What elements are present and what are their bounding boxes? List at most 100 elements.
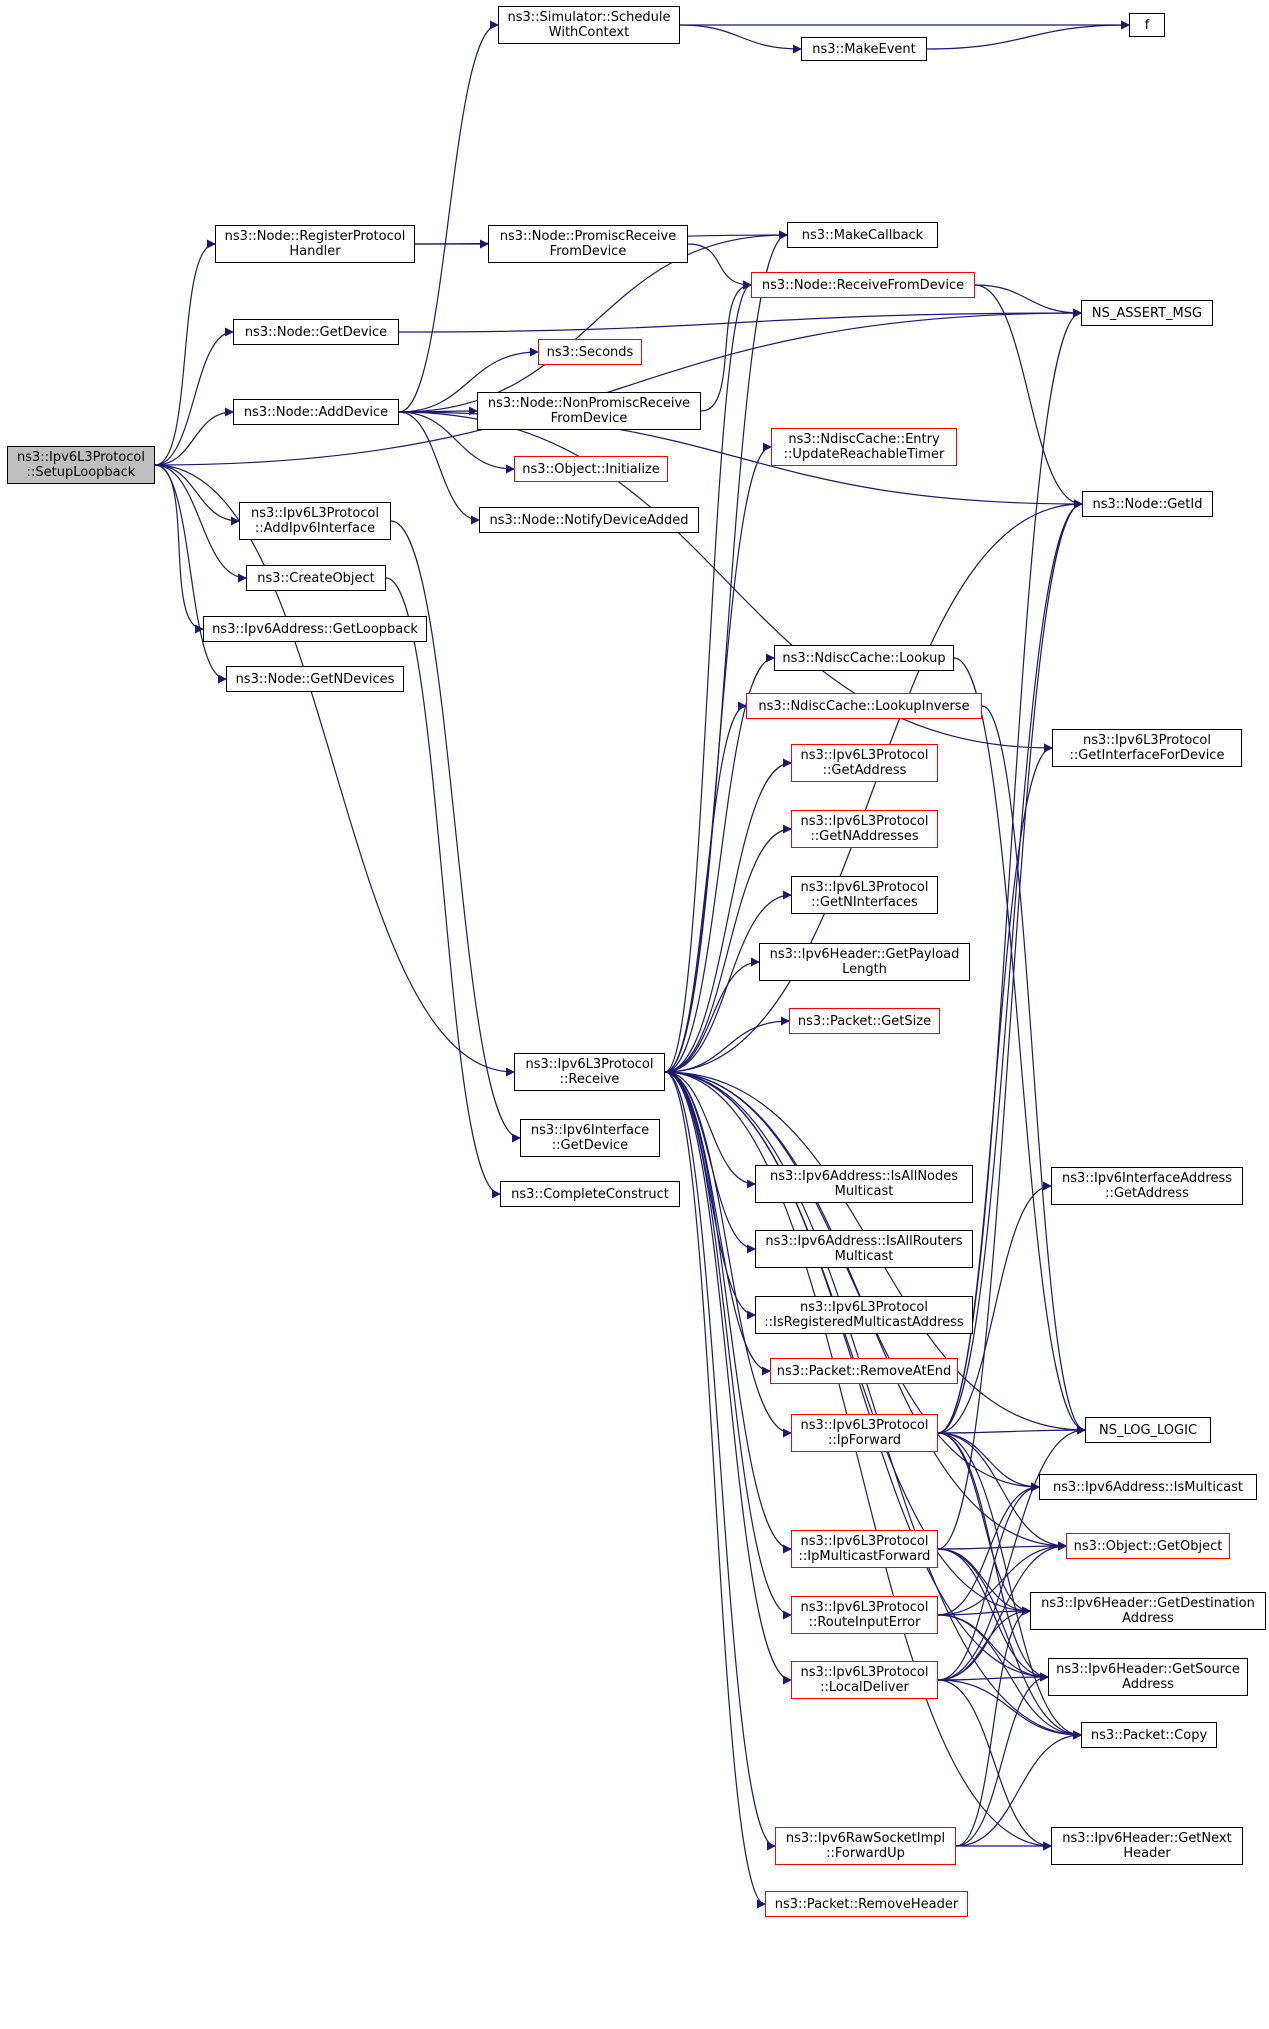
edge-receive-to-routeinerr: [664, 1071, 792, 1620]
edge-ipforward-to-getid: [937, 499, 1083, 1434]
edge-setup-to-regproto: [154, 239, 216, 466]
node-get-loopback[interactable]: ns3::Ipv6Address::GetLoopback: [203, 616, 427, 642]
node-get-address[interactable]: ns3::Ipv6L3Protocol::GetAddress: [791, 744, 938, 782]
node-get-n-devices[interactable]: ns3::Node::GetNDevices: [226, 666, 404, 692]
node-label-line: f: [1144, 17, 1150, 33]
node-is-multicast[interactable]: ns3::Ipv6Address::IsMulticast: [1039, 1474, 1257, 1500]
node-label-line: ns3::Ipv6L3Protocol: [17, 450, 145, 465]
node-get-interface-for-device[interactable]: ns3::Ipv6L3Protocol::GetInterfaceForDevi…: [1052, 729, 1242, 767]
edge-setup-to-addipv6if: [154, 464, 240, 526]
edge-ipmcastfwd-to-pktcopy: [937, 1548, 1082, 1740]
edge-localdeliver-to-getsrc: [937, 1672, 1049, 1682]
node-node-get-id[interactable]: ns3::Node::GetId: [1082, 491, 1213, 517]
edge-setup-to-getndevices: [154, 464, 227, 684]
edge-routeinerr-to-ismulticast: [937, 1482, 1040, 1616]
node-label-line: Header: [1123, 1846, 1171, 1861]
node-label-line: ns3::MakeCallback: [801, 227, 924, 243]
node-f[interactable]: f: [1129, 13, 1165, 37]
node-label-line: ns3::Packet::GetSize: [797, 1013, 932, 1029]
edge-ipforward-to-pktcopy: [937, 1432, 1082, 1740]
node-raw-socket-forward-up[interactable]: ns3::Ipv6RawSocketImpl::ForwardUp: [775, 1827, 956, 1865]
edge-receive-to-getnaddr: [664, 824, 792, 1073]
node-label-line: ns3::Object::GetObject: [1073, 1538, 1223, 1554]
node-label-line: ::Receive: [559, 1072, 620, 1087]
node-ns-assert-msg[interactable]: NS_ASSERT_MSG: [1081, 300, 1213, 326]
node-receive-from-device[interactable]: ns3::Node::ReceiveFromDevice: [751, 272, 975, 298]
node-add-device[interactable]: ns3::Node::AddDevice: [233, 399, 399, 425]
node-ip-multicast-forward[interactable]: ns3::Ipv6L3Protocol::IpMulticastForward: [791, 1530, 938, 1568]
node-label-line: ::GetNAddresses: [810, 829, 919, 844]
node-get-n-addresses[interactable]: ns3::Ipv6L3Protocol::GetNAddresses: [791, 810, 938, 848]
node-remove-header[interactable]: ns3::Packet::RemoveHeader: [765, 1891, 968, 1917]
node-packet-get-size[interactable]: ns3::Packet::GetSize: [789, 1008, 940, 1034]
node-ip-forward[interactable]: ns3::Ipv6L3Protocol::IpForward: [791, 1414, 938, 1452]
node-label-line: Handler: [289, 244, 341, 259]
edge-ipmcastfwd-to-getobject: [937, 1541, 1067, 1551]
node-create-object[interactable]: ns3::CreateObject: [246, 565, 386, 591]
edge-receive-to-getid: [664, 499, 1083, 1073]
edge-localdeliver-to-pktcopy: [937, 1679, 1082, 1740]
edge-setup-to-adddevice: [154, 407, 234, 466]
edge-adddevice-to-makecb: [398, 230, 788, 413]
edge-adddevice-to-seconds: [398, 347, 539, 413]
node-remove-at-end[interactable]: ns3::Packet::RemoveAtEnd: [770, 1358, 958, 1384]
node-interface-get-device[interactable]: ns3::Ipv6Interface::GetDevice: [520, 1119, 660, 1157]
node-ndisc-lookup-inverse[interactable]: ns3::NdiscCache::LookupInverse: [746, 693, 982, 719]
edge-setup-to-createobj: [154, 464, 247, 583]
node-add-ipv6-interface[interactable]: ns3::Ipv6L3Protocol::AddIpv6Interface: [239, 502, 391, 540]
node-label-line: ns3::Node::NotifyDeviceAdded: [489, 512, 689, 528]
node-make-event[interactable]: ns3::MakeEvent: [801, 37, 927, 61]
node-receive[interactable]: ns3::Ipv6L3Protocol::Receive: [514, 1053, 665, 1091]
edge-localdeliver-to-ismulticast: [937, 1482, 1040, 1681]
node-label-line: NS_ASSERT_MSG: [1091, 305, 1203, 321]
node-complete-construct[interactable]: ns3::CompleteConstruct: [500, 1181, 680, 1207]
edge-adddevice-to-getiffordev: [398, 411, 1053, 753]
node-object-get-object[interactable]: ns3::Object::GetObject: [1066, 1533, 1230, 1559]
edge-routeinerr-to-getdest: [937, 1606, 1031, 1616]
node-route-input-error[interactable]: ns3::Ipv6L3Protocol::RouteInputError: [791, 1596, 938, 1634]
node-label-line: ns3::Node::GetId: [1092, 496, 1203, 512]
edge-receive-to-localdeliver: [664, 1071, 792, 1685]
edge-receive-to-ismulticast: [664, 1071, 1040, 1492]
node-ndisc-lookup[interactable]: ns3::NdiscCache::Lookup: [774, 645, 954, 671]
edge-receive-to-ipmcastfwd: [664, 1071, 792, 1554]
node-label-line: ::RouteInputError: [808, 1615, 921, 1630]
node-make-callback[interactable]: ns3::MakeCallback: [787, 222, 938, 248]
edge-ndisclookupinv-to-nslog: [981, 705, 1086, 1435]
node-notify-device-added[interactable]: ns3::Node::NotifyDeviceAdded: [479, 507, 699, 533]
edge-ipforward-to-getiffordev: [937, 743, 1053, 1434]
node-label-line: ns3::Ipv6L3Protocol: [800, 814, 929, 829]
node-packet-copy[interactable]: ns3::Packet::Copy: [1081, 1722, 1217, 1748]
node-ndisc-update-reachable-timer[interactable]: ns3::NdiscCache::Entry::UpdateReachableT…: [771, 428, 957, 466]
node-label-line: ::GetInterfaceForDevice: [1069, 748, 1225, 763]
node-object-initialize[interactable]: ns3::Object::Initialize: [514, 456, 668, 482]
edge-ipforward-to-ifaddrget: [937, 1181, 1052, 1434]
edge-receive-to-removeheader: [664, 1071, 766, 1909]
node-ns-log-logic[interactable]: NS_LOG_LOGIC: [1085, 1417, 1211, 1443]
node-local-deliver[interactable]: ns3::Ipv6L3Protocol::LocalDeliver: [791, 1661, 938, 1699]
edge-adddevice-to-objinit: [398, 411, 515, 474]
node-label-line: ns3::Ipv6Header::GetPayload: [769, 947, 960, 962]
node-node-get-device[interactable]: ns3::Node::GetDevice: [233, 319, 399, 345]
node-label-line: ns3::Simulator::Schedule: [507, 10, 671, 25]
node-label-line: ::IpForward: [827, 1433, 902, 1448]
node-interface-address-get-address[interactable]: ns3::Ipv6InterfaceAddress::GetAddress: [1051, 1167, 1243, 1205]
edge-routeinerr-to-pktcopy: [937, 1614, 1082, 1740]
node-seconds[interactable]: ns3::Seconds: [538, 339, 642, 365]
node-label-line: ns3::Packet::RemoveHeader: [774, 1896, 959, 1912]
node-label-line: ::LocalDeliver: [820, 1680, 909, 1695]
node-label-line: ns3::Ipv6L3Protocol: [800, 1534, 929, 1549]
node-label-line: ns3::Ipv6L3Protocol: [800, 748, 929, 763]
node-get-n-interfaces[interactable]: ns3::Ipv6L3Protocol::GetNInterfaces: [791, 876, 938, 914]
node-is-registered-multicast-address[interactable]: ns3::Ipv6L3Protocol::IsRegisteredMultica…: [755, 1296, 973, 1334]
